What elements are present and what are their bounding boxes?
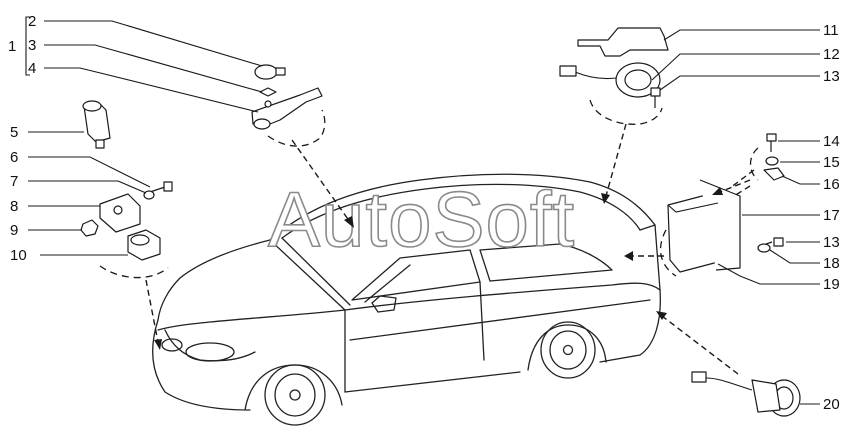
callout-label-8: 8 (10, 198, 18, 215)
part-15-washer (765, 156, 779, 166)
callout-label-6: 6 (10, 149, 18, 166)
callout-label-15: 15 (823, 154, 840, 171)
callout-label-20: 20 (823, 396, 840, 413)
part-18-washer (757, 243, 771, 253)
part-5-washer-pump (82, 100, 111, 149)
callout-label-12: 12 (823, 46, 840, 63)
part-2-cap (254, 64, 286, 80)
part-9-nut (80, 219, 99, 237)
callout-arc-horn (589, 99, 663, 125)
part-3-screw (259, 87, 277, 97)
callout-label-16: 16 (823, 176, 840, 193)
callout-label-7: 7 (10, 173, 18, 190)
callout-label-5: 5 (10, 124, 18, 141)
callout-label-4: 4 (28, 60, 36, 77)
callout-label-13-top: 13 (823, 68, 840, 85)
callout-label-10: 10 (10, 247, 27, 264)
callout-label-9: 9 (10, 222, 18, 239)
watermark-text: AutoSoft (268, 175, 575, 263)
part-8-bracket (99, 193, 141, 233)
part-6-bolt (149, 181, 173, 193)
callout-label-11: 11 (823, 22, 839, 39)
leader-lines (25, 16, 820, 405)
callout-label-2: 2 (28, 13, 36, 30)
part-4-wiper-arm (251, 87, 323, 130)
callout-arc-fasteners (749, 147, 759, 181)
callout-label-19: 19 (823, 276, 840, 293)
part-13-screw-top (650, 87, 661, 108)
part-14-screw (766, 133, 777, 152)
part-12-horn (559, 62, 661, 98)
callout-label-18: 18 (823, 255, 840, 272)
part-7-washer (143, 190, 155, 200)
callout-label-1: 1 (8, 38, 16, 55)
callout-label-13-lower: 13 (823, 234, 840, 251)
callout-labels: 1 2 3 4 5 6 7 8 9 10 11 12 13 14 15 16 1… (8, 13, 840, 413)
pointer-arrows (145, 123, 755, 375)
car-illustration (152, 173, 661, 426)
part-11-plate (577, 27, 669, 57)
part-17-control-module (667, 179, 741, 273)
part-20-sensor (691, 371, 801, 417)
callout-label-17: 17 (823, 207, 840, 224)
callout-arc-wiper (267, 109, 326, 147)
part-13-screw-lower (765, 237, 784, 247)
part-16-clip (763, 167, 785, 181)
callout-label-3: 3 (28, 37, 36, 54)
callout-label-14: 14 (823, 133, 840, 150)
part-10-clamp (127, 229, 161, 261)
callout-arc-pump (99, 265, 169, 279)
